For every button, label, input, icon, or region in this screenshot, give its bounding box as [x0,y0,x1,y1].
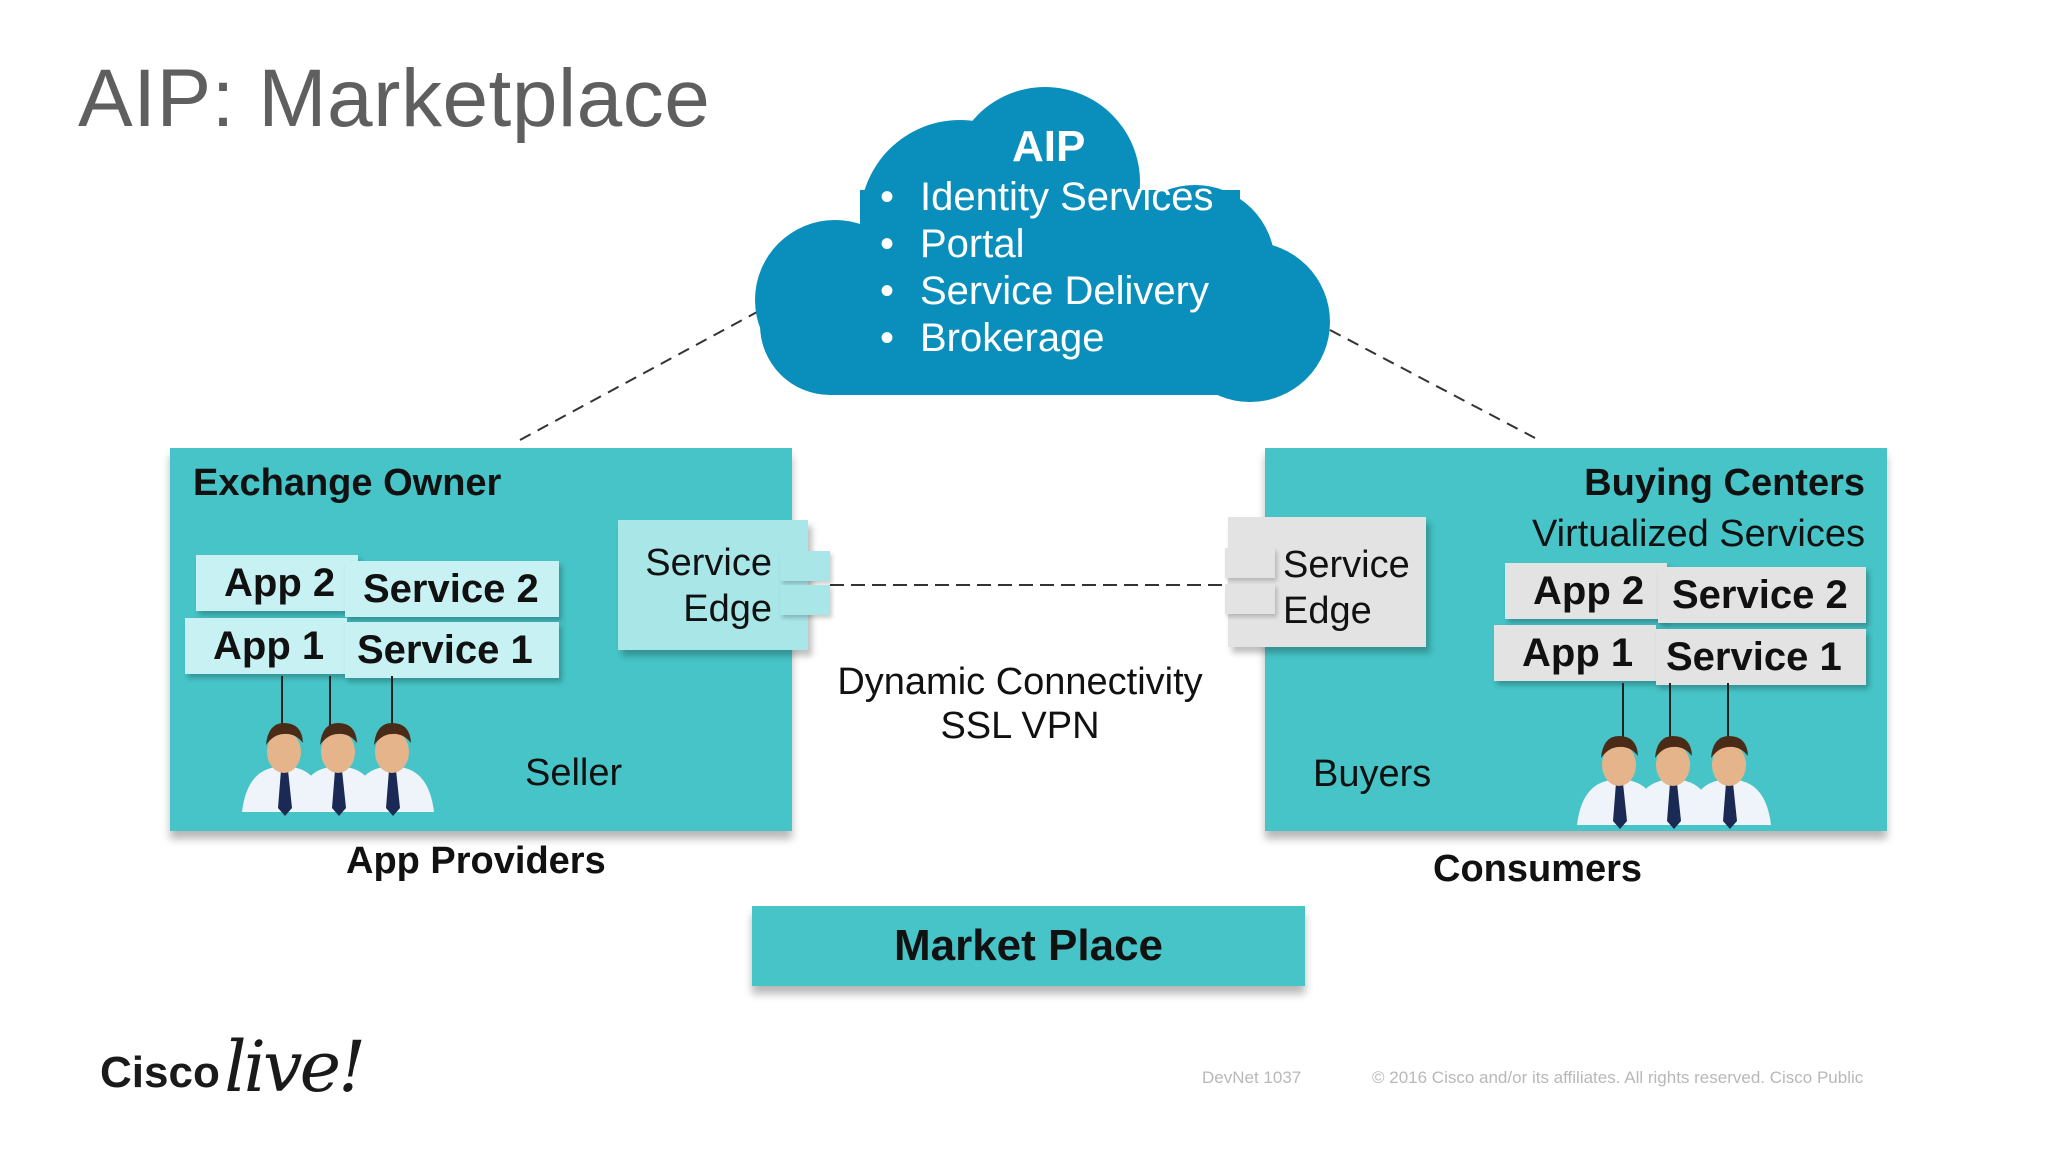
exchange-owner-heading: Exchange Owner [193,462,502,504]
left-service-edge [618,520,808,650]
session-id: DevNet 1037 [1202,1068,1302,1087]
right-service-1-label: Service 1 [1666,635,1842,679]
app-2-chip: App 2 [196,555,358,611]
copyright: © 2016 Cisco and/or its affiliates. All … [1372,1068,1864,1087]
cloud-item: •Service Delivery [880,269,1209,313]
cloud-item: •Identity Services [880,175,1214,219]
right-service-2-label: Service 2 [1672,573,1848,617]
cloud-item: •Portal [880,222,1025,266]
right-service-2-chip: Service 2 [1658,567,1866,623]
left-edge-port-top [780,551,830,581]
cloud-list: •Identity Services •Portal •Service Deli… [880,175,1213,363]
service-1-chip: Service 1 [345,622,559,678]
app-1-chip: App 1 [185,618,347,674]
seller-label: Seller [525,752,623,794]
right-edge-port-top [1225,548,1275,578]
aip-cloud [755,87,1330,402]
cloud-link-left [519,304,771,441]
right-app-1-label: App 1 [1522,631,1634,675]
service-1-label: Service 1 [357,628,533,672]
right-edge-port-bottom [1225,584,1275,614]
left-service-edge-label: Service Edge [645,542,772,630]
cisco-live-logo: Cisco live! [100,1022,366,1108]
connection-label: Dynamic Connectivity SSL VPN [837,661,1203,747]
service-2-label: Service 2 [363,567,539,611]
right-app-1-chip: App 1 [1494,625,1656,681]
service-2-chip: Service 2 [345,561,559,617]
consumers-caption: Consumers [1433,848,1643,890]
right-app-2-chip: App 2 [1505,563,1667,619]
right-service-1-chip: Service 1 [1656,629,1866,685]
logo-cisco-text: Cisco [100,1048,220,1097]
cloud-link-right [1329,329,1536,439]
left-edge-port-bottom [780,585,830,615]
right-app-2-label: App 2 [1533,569,1645,613]
app-providers-caption: App Providers [346,840,606,882]
buying-centers-heading: Buying Centers [1584,462,1865,504]
cloud-item: •Brokerage [880,316,1105,360]
page-title: AIP: Marketplace [78,53,711,144]
logo-live-text: live! [224,1026,366,1108]
virtualized-services-label: Virtualized Services [1531,513,1865,555]
buyers-label: Buyers [1313,753,1432,795]
cloud-heading: AIP [1012,122,1086,171]
market-place-label: Market Place [893,921,1164,970]
right-service-edge-label: Service Edge [1283,544,1410,632]
app-1-label: App 1 [213,624,325,668]
app-2-label: App 2 [224,561,336,605]
right-service-edge [1228,517,1426,647]
market-place-bar: Market Place [752,906,1305,986]
